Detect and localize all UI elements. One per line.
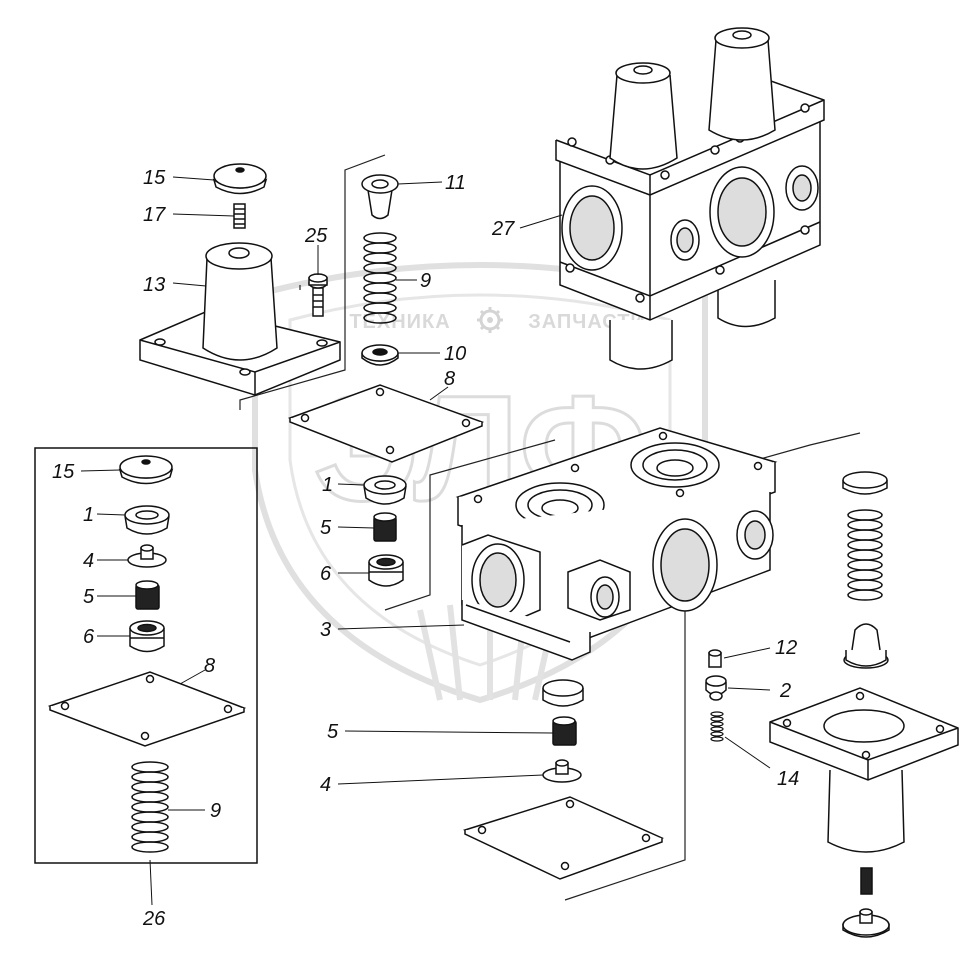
callout-1-kit: 1 [83, 504, 94, 526]
gear-icon [477, 307, 503, 333]
callout-9-mid: 9 [420, 270, 431, 292]
repair-kit-frame [34, 447, 258, 864]
part-25-bolt [308, 273, 328, 317]
part-8-plate-kit [47, 671, 247, 747]
callout-9-kit: 9 [210, 800, 221, 822]
callout-12: 12 [775, 637, 797, 659]
part-10-washer [361, 344, 399, 366]
part-27-valve-assembly [555, 27, 825, 370]
part-4-disc-low [542, 759, 582, 783]
callout-6-kit: 6 [83, 626, 95, 648]
part-5-spring-low [552, 716, 577, 746]
callout-4-low: 4 [320, 774, 331, 796]
callout-8-kit: 8 [204, 655, 215, 677]
callout-1-mid: 1 [322, 474, 333, 496]
part-15-cap-kit [118, 455, 174, 485]
part-screw-lower [860, 867, 873, 895]
callout-5-low: 5 [327, 721, 339, 743]
callout-17: 17 [143, 204, 166, 226]
part-cap-lower [842, 908, 890, 938]
part-5-spring-kit [135, 580, 160, 610]
part-3-valve-body [455, 427, 778, 661]
part-spring-right [847, 509, 883, 601]
part-lower-cover [769, 687, 959, 853]
callout-15-top: 15 [143, 167, 166, 189]
callout-3: 3 [320, 619, 331, 641]
callout-27: 27 [491, 218, 515, 240]
part-9-spring-kit [131, 761, 169, 853]
part-17-screw [233, 203, 246, 229]
part-11-piston [361, 174, 399, 220]
callout-labels: 15 17 13 25 11 9 10 8 27 15 1 4 5 6 8 9 … [52, 167, 799, 930]
callout-10: 10 [444, 343, 466, 365]
part-plate-lower [462, 796, 665, 880]
part-14-spring [710, 711, 724, 742]
part-6-valve-kit [129, 620, 165, 653]
callout-8-mid: 8 [444, 368, 455, 390]
part-13-cover [139, 242, 341, 396]
part-2-valve [705, 675, 727, 701]
leader-lines [80, 176, 771, 906]
callout-11: 11 [445, 172, 466, 194]
callout-4-kit: 4 [83, 550, 94, 572]
part-4-disc-kit [127, 544, 167, 568]
part-1-seat-kit [124, 505, 170, 535]
callout-13: 13 [143, 274, 165, 296]
callout-5-kit: 5 [83, 586, 95, 608]
callout-5-mid: 5 [320, 517, 332, 539]
part-8-plate-mid [287, 384, 485, 463]
part-piston-right [843, 623, 889, 669]
part-1-seat-mid [363, 475, 407, 505]
part-seat-lower [542, 679, 584, 707]
callout-2: 2 [779, 680, 791, 702]
callout-15-kit: 15 [52, 461, 75, 483]
callout-26: 26 [142, 908, 166, 930]
part-6-valve-mid [368, 554, 404, 587]
part-15-cap-top [212, 163, 268, 195]
part-12-pin [708, 649, 722, 668]
callout-25: 25 [304, 225, 328, 247]
callout-6-mid: 6 [320, 563, 332, 585]
part-cap-right-top [842, 471, 888, 495]
watermark-left-word: ТЕХНИКА [349, 311, 450, 333]
part-5-spring-mid [373, 512, 397, 542]
part-9-spring-mid [363, 232, 397, 324]
callout-14: 14 [777, 768, 799, 790]
